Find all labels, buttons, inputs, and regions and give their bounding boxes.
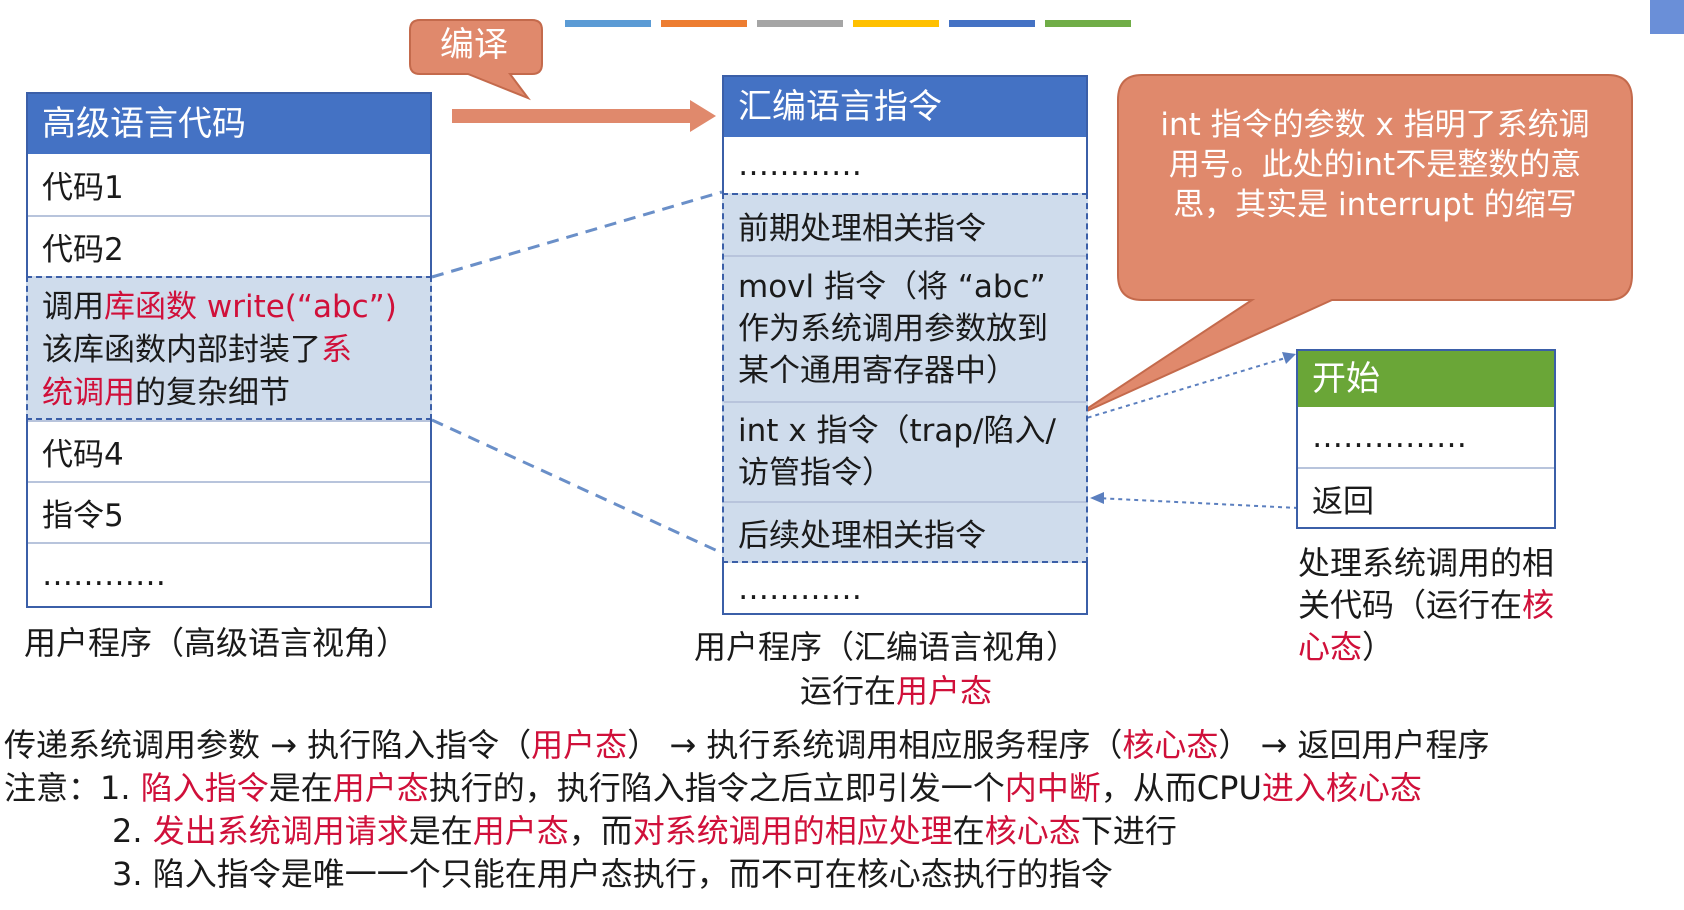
high-level-code-table: 高级语言代码 代码1 代码2 调用库函数 write(“abc”) 该库函数内部… — [26, 92, 432, 608]
b3e: ，而 — [568, 812, 633, 850]
color-bar-4 — [853, 20, 939, 27]
asm-row-ellipsis-bottom: ………… — [738, 571, 862, 607]
corner-marker — [1650, 0, 1684, 34]
mid-caption-2a: 运行在 — [800, 672, 897, 710]
b2f: 内中断 — [1004, 769, 1101, 807]
dotted-arrow-from-return-head — [1090, 492, 1104, 504]
asm-row-ellipsis-top: ………… — [738, 147, 862, 183]
b2h: 进入核心态 — [1261, 769, 1422, 807]
b3b: 发出系统调用请求 — [152, 812, 409, 850]
right-caption-c: ） — [1362, 628, 1395, 666]
b1b: 用户态 — [531, 726, 628, 764]
bottom-line-3: 2. 发出系统调用请求是在用户态，而对系统调用的相应处理在核心态下进行 — [112, 806, 1177, 852]
library-call-row: 调用库函数 write(“abc”) 该库函数内部封装了系 统调用的复杂细节 — [26, 276, 432, 420]
right-caption: 处理系统调用的相关代码（运行在核心态） — [1298, 542, 1578, 668]
color-bar-2 — [661, 20, 747, 27]
b1e: ） → 返回用户程序 — [1218, 726, 1490, 764]
dash-line-upper — [431, 190, 723, 279]
assembly-header: 汇编语言指令 — [724, 77, 1086, 137]
callout-bubble — [1075, 74, 1633, 417]
b3f: 对系统调用的相应处理 — [632, 812, 953, 850]
kernel-start-header: 开始 — [1298, 351, 1554, 407]
asm-row-movl: movl 指令（将 “abc” 作为系统调用参数放到某个通用寄存器中） — [724, 255, 1086, 401]
asm-row-postprocess: 后续处理相关指令 — [724, 501, 1086, 561]
b1d: 核心态 — [1122, 726, 1219, 764]
color-bar-5 — [949, 20, 1035, 27]
asm-row-preprocess: 前期处理相关指令 — [724, 195, 1086, 255]
code-row-1: 代码1 — [42, 170, 124, 206]
kernel-row-return: 返回 — [1298, 467, 1554, 527]
color-bar-6 — [1045, 20, 1131, 27]
b1a: 传递系统调用参数 → 执行陷入指令（ — [4, 726, 532, 764]
b3c: 是在 — [408, 812, 473, 850]
b2g: ，从而CPU — [1100, 769, 1262, 807]
b3g: 在 — [952, 812, 985, 850]
b2c: 是在 — [268, 769, 333, 807]
right-caption-a: 处理系统调用的相关代码（运行在 — [1298, 544, 1555, 624]
syscall-text-2: 统调用 — [42, 375, 135, 411]
dotted-arrow-to-start-head — [1282, 352, 1296, 364]
color-bar-3 — [757, 20, 843, 27]
code-row-5: 指令5 — [28, 481, 430, 542]
bottom-line-1: 传递系统调用参数 → 执行陷入指令（用户态） → 执行系统调用相应服务程序（核心… — [4, 720, 1490, 766]
write-call-text: write(“abc”) — [197, 289, 397, 325]
color-bar-1 — [565, 20, 651, 27]
dotted-arrow-from-return — [1095, 497, 1299, 509]
b2e: 执行的，执行陷入指令之后立即引发一个 — [428, 769, 1005, 807]
b3d: 用户态 — [472, 812, 569, 850]
compile-arrow-shaft — [452, 109, 692, 123]
b3a: 2. — [112, 812, 153, 850]
dash-line-lower — [431, 418, 723, 555]
b2d: 用户态 — [332, 769, 429, 807]
dotted-arrow-to-start — [1079, 355, 1293, 421]
library-call-text-2: 该库函数内部封装了 — [42, 332, 321, 368]
asm-highlight-block: 前期处理相关指令 movl 指令（将 “abc” 作为系统调用参数放到某个通用寄… — [722, 193, 1088, 563]
b2a: 注意：1. — [4, 769, 141, 807]
b3i: 下进行 — [1080, 812, 1177, 850]
kernel-mode-label: 核心态 — [1298, 586, 1555, 666]
mid-caption-1: 用户程序（汇编语言视角） — [694, 628, 1079, 666]
left-caption: 用户程序（高级语言视角） — [24, 624, 409, 662]
syscall-text-1: 系 — [321, 332, 352, 368]
translate-label: 编译 — [440, 25, 508, 65]
b1c: ） → 执行系统调用相应服务程序（ — [627, 726, 1123, 764]
code-row-4: 代码4 — [28, 420, 430, 481]
b3h: 核心态 — [984, 812, 1081, 850]
b2b: 陷入指令 — [140, 769, 269, 807]
asm-row-trap: int x 指令（trap/陷入/访管指令） — [724, 401, 1086, 501]
user-mode-label: 用户态 — [896, 672, 993, 710]
callout-text: int 指令的参数 x 指明了系统调用号。此处的int不是整数的意思，其实是 i… — [1160, 107, 1590, 223]
code-row-2: 代码2 — [28, 215, 430, 276]
bottom-line-4: 3. 陷入指令是唯一一个只能在用户态执行，而不可在核心态执行的指令 — [112, 855, 1113, 893]
kernel-row-ellipsis: …………… — [1312, 419, 1467, 455]
assembly-table: 汇编语言指令 ………… 前期处理相关指令 movl 指令（将 “abc” 作为系… — [722, 75, 1088, 615]
mid-caption-2: 运行在用户态 — [800, 666, 992, 712]
compile-arrow-head — [690, 100, 716, 132]
bottom-line-2: 注意：1. 陷入指令是在用户态执行的，执行陷入指令之后立即引发一个内中断，从而C… — [4, 763, 1422, 809]
translate-bubble — [409, 19, 543, 101]
code-row-ellipsis: ………… — [28, 542, 430, 606]
high-level-code-header: 高级语言代码 — [28, 94, 430, 154]
library-call-text-3: 的复杂细节 — [135, 375, 290, 411]
library-function-text: 库函数 — [104, 289, 197, 325]
kernel-handler-table: 开始 …………… 返回 — [1296, 349, 1556, 529]
library-call-text-1: 调用 — [42, 289, 104, 325]
